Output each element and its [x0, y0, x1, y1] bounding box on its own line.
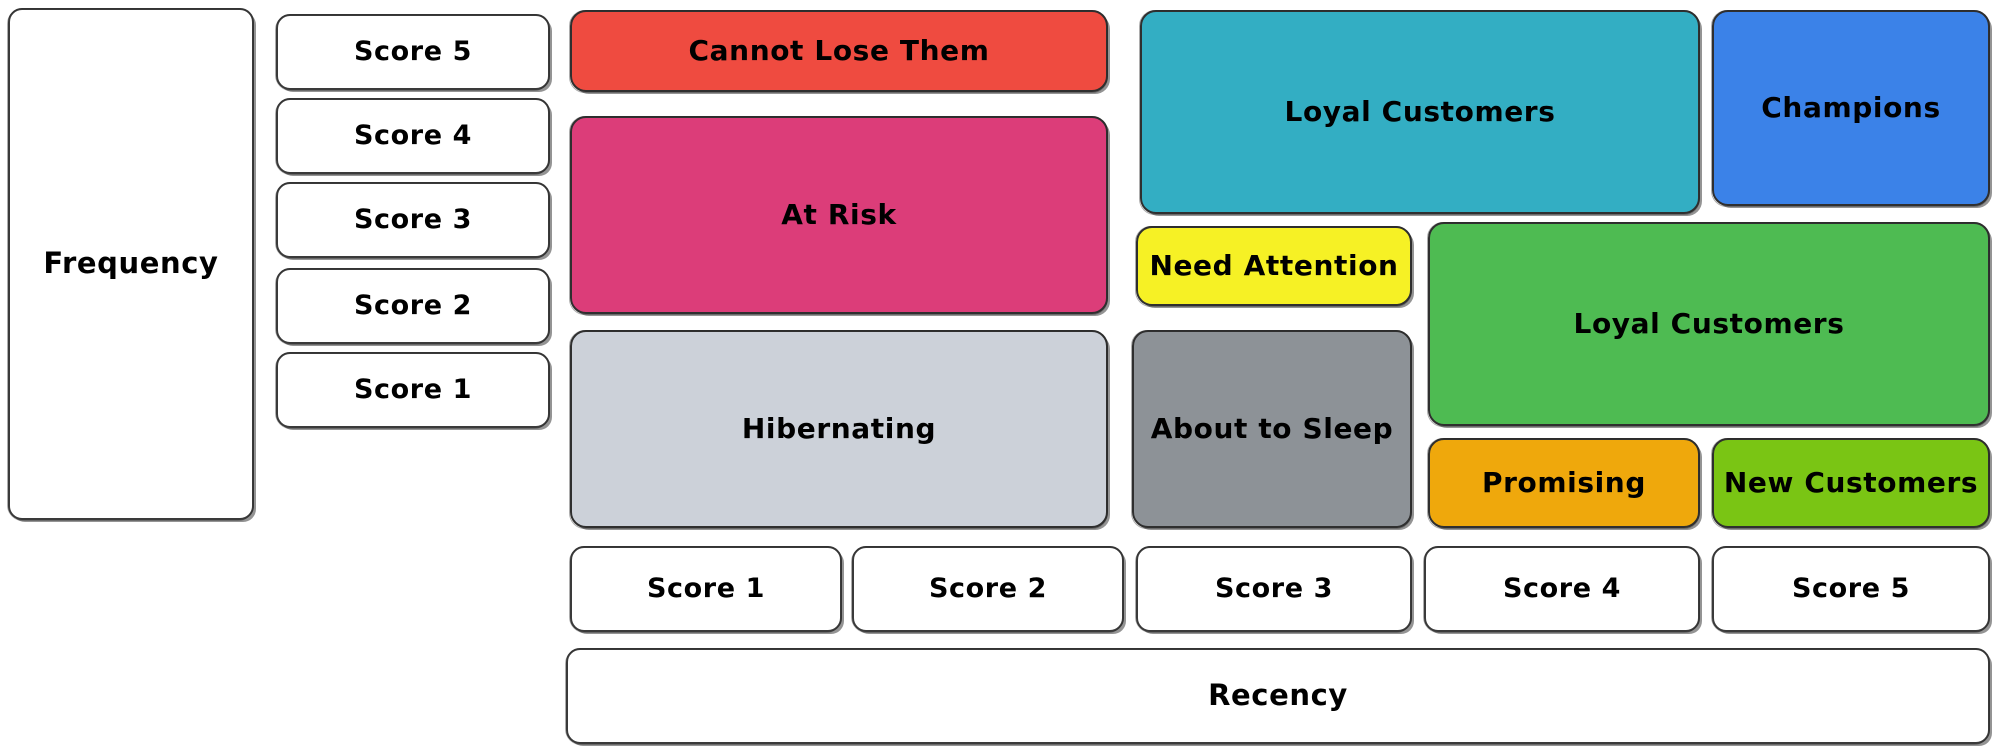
- recency-tick-score-4: Score 4: [1423, 546, 1700, 633]
- frequency-tick-score-1: Score 1: [275, 352, 550, 429]
- axis-label-frequency: Frequency: [7, 8, 254, 521]
- segment-loyal-customers-teal[interactable]: Loyal Customers: [1139, 10, 1700, 215]
- recency-tick-score-1: Score 1: [569, 546, 842, 633]
- frequency-tick-score-2: Score 2: [275, 268, 550, 345]
- segment-hibernating[interactable]: Hibernating: [569, 330, 1108, 529]
- segment-at-risk[interactable]: At Risk: [569, 116, 1108, 315]
- segment-new-customers[interactable]: New Customers: [1711, 438, 1990, 529]
- segment-promising[interactable]: Promising: [1427, 438, 1700, 529]
- segment-loyal-customers-green[interactable]: Loyal Customers: [1427, 222, 1990, 427]
- frequency-tick-score-4: Score 4: [275, 98, 550, 175]
- segment-cannot-lose-them[interactable]: Cannot Lose Them: [569, 10, 1108, 93]
- recency-tick-score-3: Score 3: [1135, 546, 1412, 633]
- axis-label-recency: Recency: [565, 648, 1990, 745]
- frequency-tick-score-5: Score 5: [275, 14, 550, 91]
- frequency-tick-score-3: Score 3: [275, 182, 550, 259]
- segment-champions[interactable]: Champions: [1711, 10, 1990, 207]
- segment-about-to-sleep[interactable]: About to Sleep: [1131, 330, 1412, 529]
- recency-tick-score-2: Score 2: [851, 546, 1124, 633]
- segment-need-attention[interactable]: Need Attention: [1135, 226, 1412, 307]
- recency-tick-score-5: Score 5: [1711, 546, 1990, 633]
